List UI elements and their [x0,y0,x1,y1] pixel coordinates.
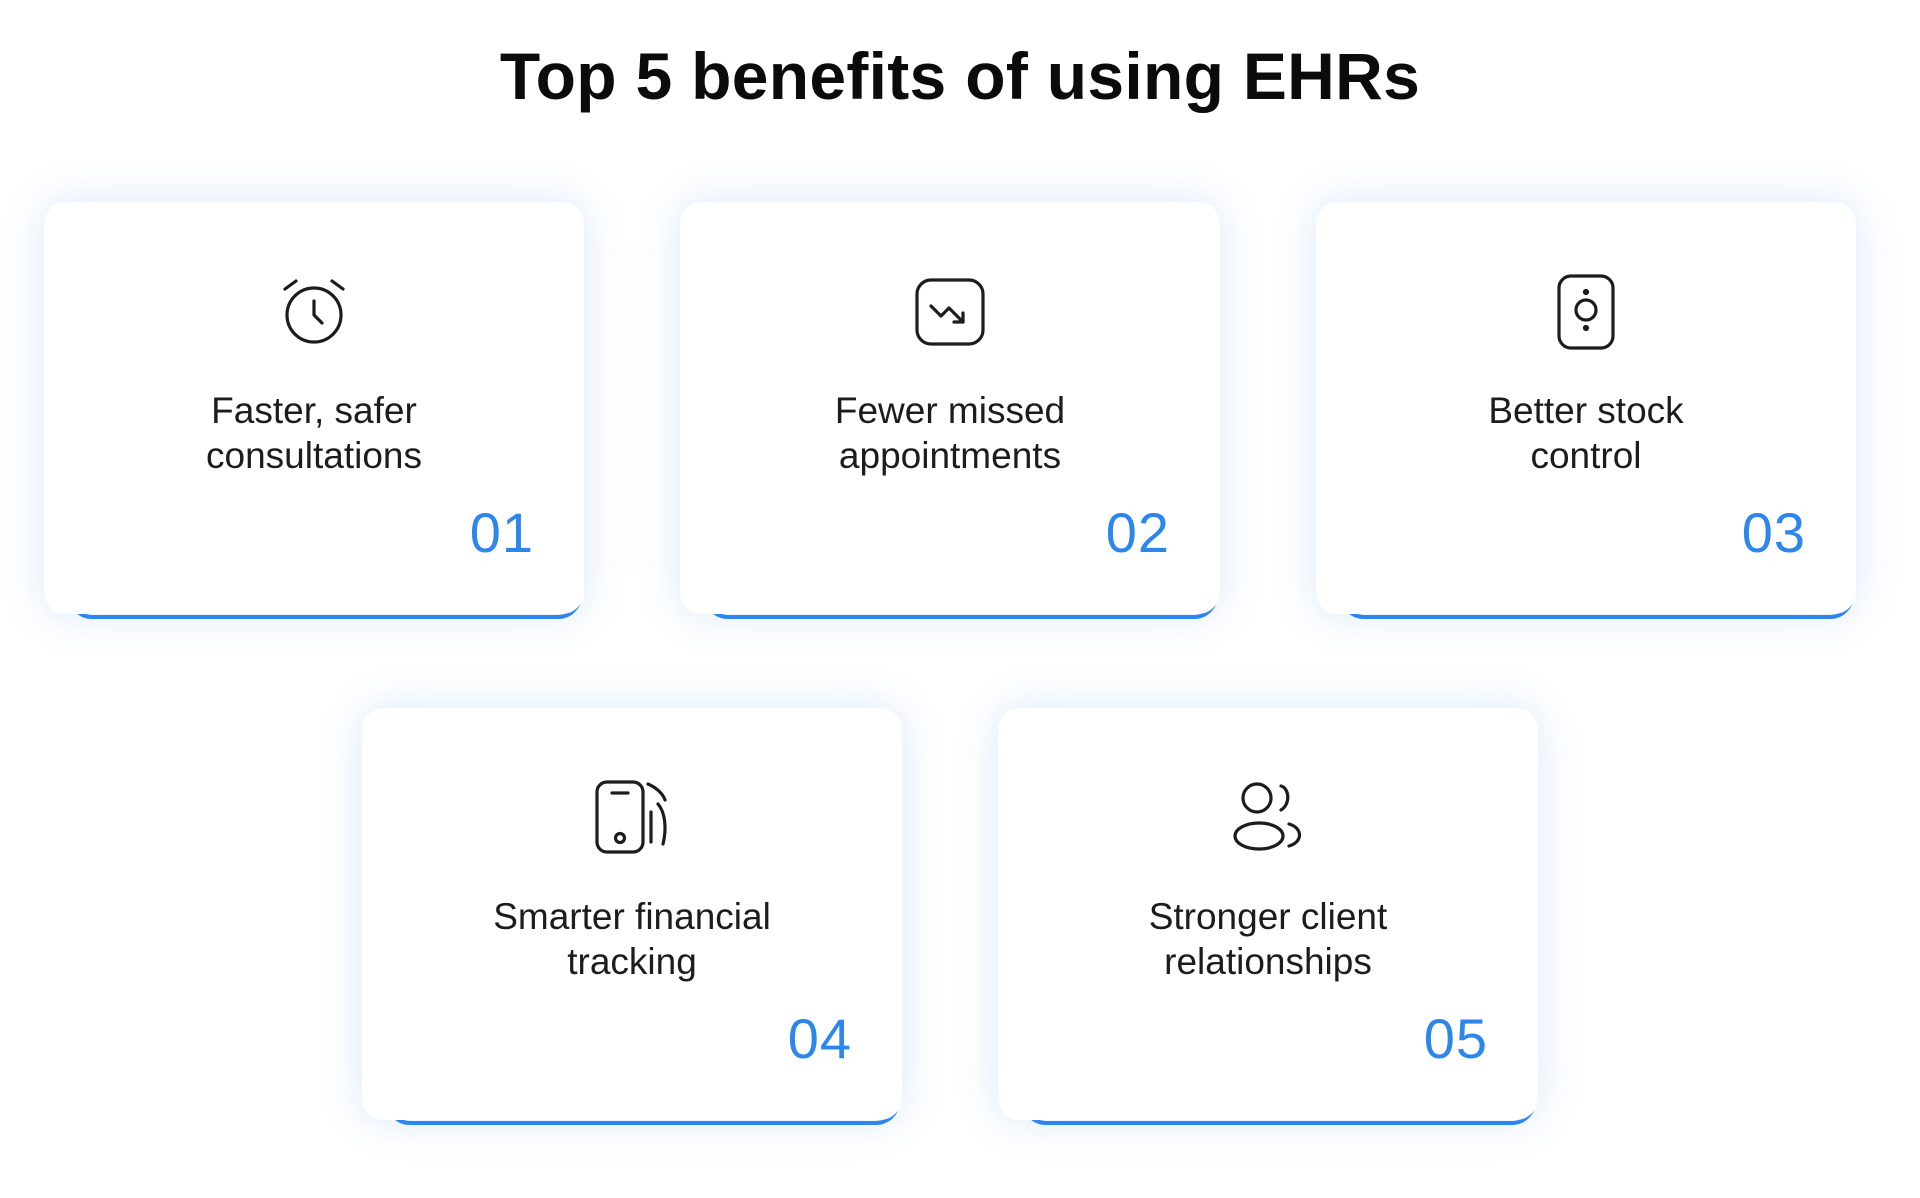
benefit-card-1: Faster, safer consultations 01 [44,202,590,648]
card-face: Smarter financial tracking 04 [362,708,902,1120]
card-number: 04 [787,1007,852,1070]
card-face: Fewer missed appointments 02 [680,202,1220,614]
alarm-clock-icon [44,272,584,350]
users-icon [998,778,1538,856]
benefit-card-2: Fewer missed appointments 02 [680,202,1226,648]
card-label: Faster, safer consultations [206,390,422,476]
card-label: Better stock control [1488,390,1684,476]
benefit-card-5: Stronger client relationships 05 [998,708,1544,1154]
card-label: Fewer missed appointments [834,390,1066,476]
card-label: Stronger client relationships [1148,896,1388,982]
mobile-contactless-icon [362,778,902,856]
card-face: Better stock control 03 [1316,202,1856,614]
trend-down-icon [680,272,1220,350]
device-remote-icon [1316,272,1856,350]
page-title: Top 5 benefits of using EHRs [499,39,1421,113]
card-face: Faster, safer consultations 01 [44,202,584,614]
card-number: 01 [469,501,534,564]
card-face: Stronger client relationships 05 [998,708,1538,1120]
card-number: 03 [1741,501,1806,564]
benefit-card-4: Smarter financial tracking 04 [362,708,908,1154]
card-number: 05 [1423,1007,1488,1070]
benefit-card-3: Better stock control 03 [1316,202,1862,648]
card-label: Smarter financial tracking [493,896,771,982]
card-number: 02 [1105,501,1170,564]
